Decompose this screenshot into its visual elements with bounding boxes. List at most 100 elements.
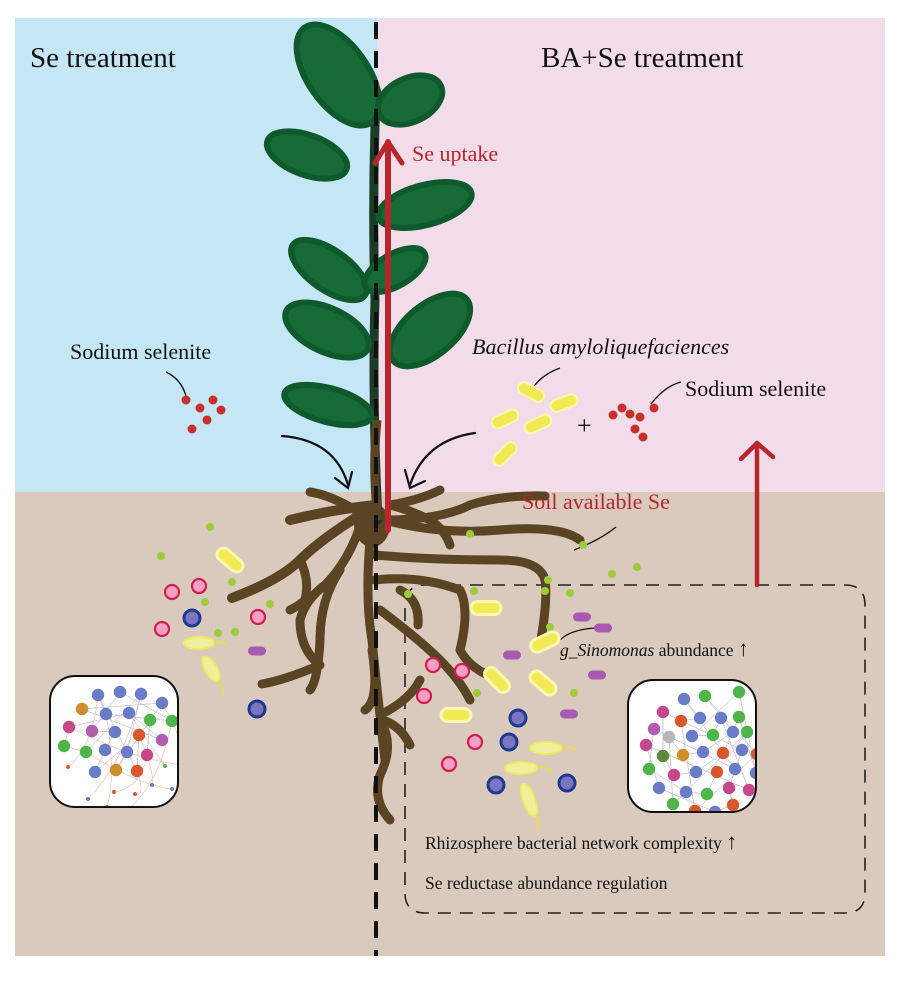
network-node <box>639 738 653 752</box>
network-node <box>735 743 749 757</box>
network-node-small <box>163 764 167 768</box>
bacillus-cell <box>482 665 512 695</box>
bacillus-cell <box>529 630 561 654</box>
network-node <box>700 787 714 801</box>
sinomonas-prefix: g_ <box>560 640 578 660</box>
sky-right-panel <box>377 18 885 493</box>
increase-arrow-icon: ↑ <box>726 829 738 854</box>
sinomonas-rod <box>560 709 578 719</box>
sinomonas-suffix: abundance <box>654 640 734 660</box>
selenite-particle <box>216 405 226 415</box>
leaf <box>263 128 351 182</box>
network-edge <box>67 694 99 768</box>
leaf <box>281 381 375 429</box>
pink-bacterium <box>153 620 171 638</box>
selenite-particle <box>638 432 648 442</box>
network-node <box>155 733 169 747</box>
pink-bacterium <box>163 583 181 601</box>
network-node <box>656 749 670 763</box>
network-node <box>677 692 691 706</box>
root-branch <box>373 715 395 825</box>
soil-se-particle <box>201 598 209 606</box>
blue-bacterium <box>508 708 528 728</box>
bacillus-cell <box>469 600 503 616</box>
blue-bacterium <box>486 775 506 795</box>
bacillus-cell <box>549 393 579 413</box>
selenite-particle <box>625 409 635 419</box>
network-node <box>667 768 681 782</box>
bacillus-cell <box>523 413 553 435</box>
leaf <box>386 290 474 370</box>
network-edge <box>738 716 755 771</box>
network-edge <box>94 734 140 773</box>
bacillus-cell <box>439 707 473 723</box>
network-edge <box>716 731 748 773</box>
network-node <box>688 804 702 811</box>
bacillus-cell <box>215 546 245 574</box>
network-node <box>696 745 710 759</box>
pink-bacterium <box>249 608 267 626</box>
network-node-small <box>105 805 109 806</box>
network-node-small <box>86 797 90 801</box>
network-node <box>57 739 71 753</box>
leaf <box>288 236 370 304</box>
sinomonas-genus: Sinomonas <box>577 640 655 660</box>
network-complexity-text: Rhizosphere bacterial network complexity <box>425 833 722 853</box>
network-edge <box>680 720 696 811</box>
root-branch <box>375 675 425 720</box>
soil-se-particle <box>541 587 549 595</box>
network-node <box>91 688 105 702</box>
network-edge <box>131 720 173 806</box>
network-node <box>132 728 146 742</box>
network-edge <box>105 713 173 722</box>
soil-se-particle <box>228 578 236 586</box>
se-uptake-arrow <box>372 139 405 533</box>
sinomonas-rod <box>573 612 591 622</box>
network-node <box>134 687 148 701</box>
leaf <box>293 21 383 129</box>
pink-bacterium <box>466 733 484 751</box>
network-node <box>120 745 134 759</box>
network-node <box>109 763 123 777</box>
root-branch <box>377 715 415 750</box>
sinomonas-rod <box>594 623 612 633</box>
network-edge <box>694 755 755 811</box>
application-arrow-right <box>403 431 477 490</box>
plant-shoot <box>263 21 475 525</box>
network-node <box>143 713 157 727</box>
network-node <box>165 714 177 728</box>
network-node-small <box>150 783 154 787</box>
plus-sign: + <box>577 411 592 440</box>
flagellated-bacterium <box>519 782 540 832</box>
root-branch <box>380 491 550 525</box>
plant-roots <box>227 485 585 825</box>
network-node <box>85 724 99 738</box>
soil-se-particle <box>473 689 481 697</box>
sinomonas-label: g_Sinomonas abundance ↑ <box>560 638 749 660</box>
blue-bacterium <box>247 699 267 719</box>
leaf <box>282 299 372 361</box>
network-node <box>710 765 724 779</box>
network-node <box>689 765 703 779</box>
network-node <box>662 730 676 744</box>
soil-available-se-label: Soil available Se <box>522 489 670 514</box>
network-node <box>62 720 76 734</box>
network-node <box>693 711 707 725</box>
network-node <box>750 748 755 760</box>
network-node-small <box>170 787 174 791</box>
selenite-particle <box>208 395 218 405</box>
sodium-selenite-right-label: Sodium selenite <box>685 376 827 401</box>
network-edge <box>648 728 655 770</box>
bacillus-cell <box>516 381 546 403</box>
soil-se-particle <box>566 589 574 597</box>
network-graph-ba-se <box>639 685 755 811</box>
network-node <box>716 746 730 760</box>
soil-se-particle <box>206 523 214 531</box>
blue-bacterium <box>499 732 519 752</box>
network-node <box>742 783 755 797</box>
se-uptake-label: Se uptake <box>412 141 499 166</box>
leaf <box>374 72 446 128</box>
network-edge <box>119 691 173 722</box>
network-node <box>728 762 742 776</box>
soil-se-particle <box>544 576 552 584</box>
